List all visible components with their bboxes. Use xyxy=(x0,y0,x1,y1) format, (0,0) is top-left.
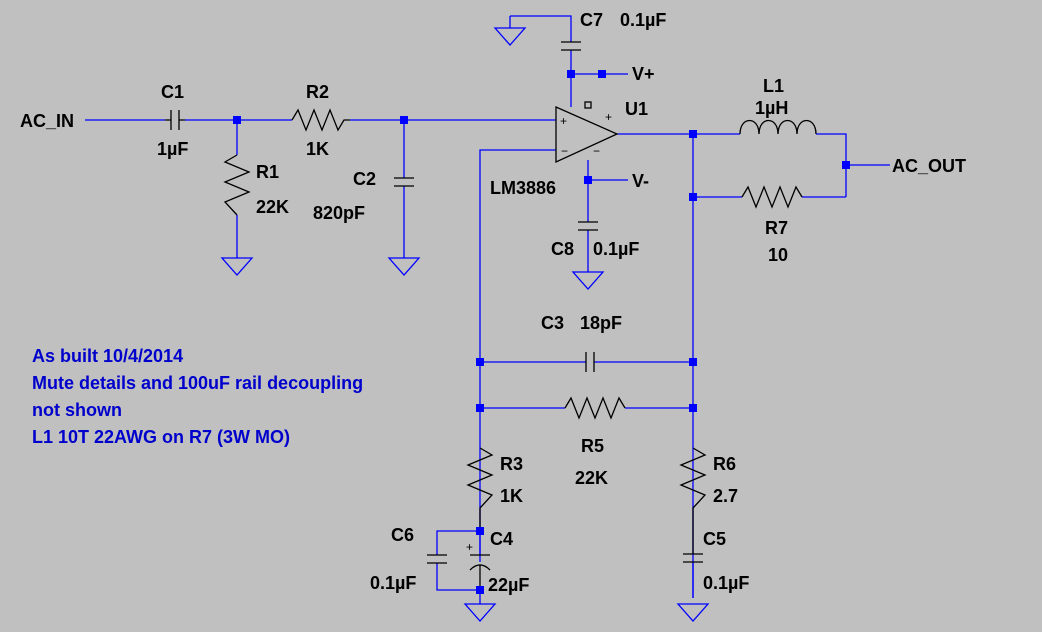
l1-ref-label: L1 xyxy=(763,76,784,96)
junction-dot xyxy=(689,193,697,201)
c4-electrolytic-capacitor: + xyxy=(466,540,491,590)
ground-icon xyxy=(676,603,710,622)
note-line: As built 10/4/2014 xyxy=(32,346,183,366)
op-amp-u1: + − + − xyxy=(555,101,619,164)
junction-dot xyxy=(689,130,697,138)
r6-resistor xyxy=(679,447,707,554)
build-notes: As built 10/4/2014 Mute details and 100u… xyxy=(32,346,363,447)
c1-capacitor xyxy=(165,110,185,130)
net-label-vneg: V- xyxy=(632,171,649,191)
c5-value-label: 0.1µF xyxy=(703,573,749,593)
vpos-pin-symbol: + xyxy=(605,110,612,124)
r5-ref-label: R5 xyxy=(581,436,604,456)
junction-dot xyxy=(598,70,606,78)
c6-value-label: 0.1µF xyxy=(370,573,416,593)
r2-ref-label: R2 xyxy=(306,82,329,102)
c4-ref-label: C4 xyxy=(490,529,513,549)
net-label-vpos: V+ xyxy=(632,64,655,84)
r6-value-label: 2.7 xyxy=(713,486,738,506)
vneg-pin-symbol: − xyxy=(593,144,600,158)
junction-dot xyxy=(476,527,484,535)
compensation-pin xyxy=(584,101,592,109)
junction-dot xyxy=(689,404,697,412)
r7-ref-label: R7 xyxy=(765,218,788,238)
r1-ref-label: R1 xyxy=(256,162,279,182)
r3-ref-label: R3 xyxy=(500,454,523,474)
ground-icon xyxy=(220,257,254,276)
c6-ref-label: C6 xyxy=(391,525,414,545)
ground-symbols xyxy=(220,27,710,622)
ground-icon xyxy=(387,257,421,276)
note-line: Mute details and 100uF rail decoupling xyxy=(32,373,363,393)
net-label-ac-out: AC_OUT xyxy=(892,156,966,176)
c8-ref-label: C8 xyxy=(551,239,574,259)
junction-dot xyxy=(476,358,484,366)
c5-capacitor xyxy=(683,553,703,563)
r5-value-label: 22K xyxy=(575,468,608,488)
r2-resistor xyxy=(291,108,350,132)
r1-value-label: 22K xyxy=(256,197,289,217)
c7-capacitor xyxy=(561,41,581,51)
c2-value-label: 820pF xyxy=(313,203,365,223)
c3-capacitor xyxy=(585,352,595,372)
r5-resistor xyxy=(564,396,626,420)
junction-dot xyxy=(689,358,697,366)
junction-dot xyxy=(567,70,575,78)
r6-ref-label: R6 xyxy=(713,454,736,474)
junction-dot xyxy=(584,176,592,184)
note-line: L1 10T 22AWG on R7 (3W MO) xyxy=(32,427,290,447)
net-label-ac-in: AC_IN xyxy=(20,111,74,131)
r2-value-label: 1K xyxy=(306,139,329,159)
junction-dot xyxy=(400,116,408,124)
c3-value-label: 18pF xyxy=(580,313,622,333)
l1-inductor xyxy=(739,119,817,135)
r3-resistor xyxy=(466,447,494,531)
c7-value-label: 0.1µF xyxy=(620,10,666,30)
note-line: not shown xyxy=(32,400,122,420)
junction-dot xyxy=(476,586,484,594)
junction-dot xyxy=(476,404,484,412)
c6-capacitor xyxy=(427,554,447,564)
u1-ref-label: U1 xyxy=(625,99,648,119)
c5-ref-label: C5 xyxy=(703,529,726,549)
c8-capacitor xyxy=(578,221,598,231)
noninverting-symbol: + xyxy=(560,114,567,128)
r1-resistor xyxy=(223,154,251,216)
c4-value-label: 22µF xyxy=(488,575,529,595)
r7-value-label: 10 xyxy=(768,245,788,265)
polarity-plus-symbol: + xyxy=(466,540,473,554)
c7-ref-label: C7 xyxy=(580,10,603,30)
c1-value-label: 1µF xyxy=(157,139,188,159)
u1-part-label: LM3886 xyxy=(490,178,556,198)
c2-capacitor xyxy=(394,177,414,187)
ground-icon xyxy=(493,27,527,46)
ground-icon xyxy=(463,603,497,622)
junction-dot xyxy=(233,116,241,124)
r7-resistor xyxy=(741,185,803,209)
r3-value-label: 1K xyxy=(500,486,523,506)
c8-value-label: 0.1µF xyxy=(593,239,639,259)
c1-ref-label: C1 xyxy=(161,82,184,102)
inverting-symbol: − xyxy=(561,144,568,158)
ground-icon xyxy=(571,271,605,290)
junction-dots xyxy=(233,70,850,594)
c2-ref-label: C2 xyxy=(353,169,376,189)
l1-value-label: 1µH xyxy=(755,98,788,118)
c3-ref-label: C3 xyxy=(541,313,564,333)
junction-dot xyxy=(842,161,850,169)
